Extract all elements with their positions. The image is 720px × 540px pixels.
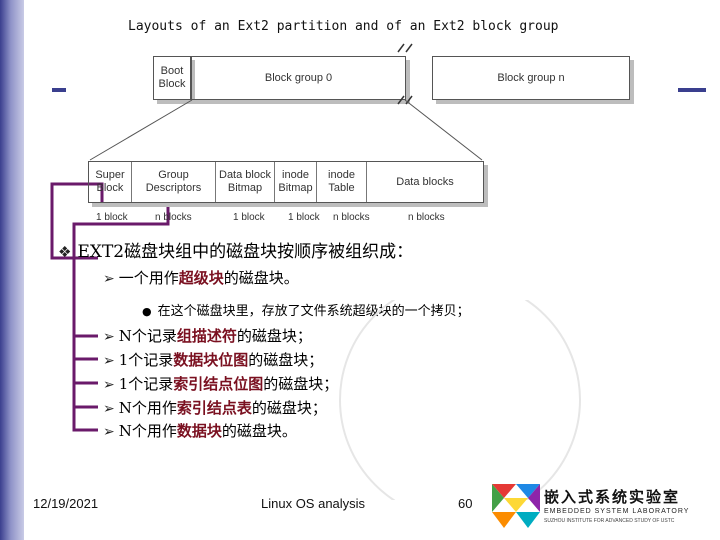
arrow-bullet-icon: ➢ — [103, 329, 115, 345]
connector-inode-bitmap — [72, 359, 98, 385]
cell-inode-table: inode Table — [317, 162, 367, 202]
list-item: ➢1个记录索引结点位图的磁盘块； — [103, 373, 338, 394]
cell-group-descriptors: Group Descriptors — [132, 162, 216, 202]
sub-item-text: 在这个磁盘块里，存放了文件系统超级块的一个拷贝； — [157, 304, 470, 319]
item-suffix: 的磁盘块； — [251, 399, 327, 417]
arrow-bullet-icon: ➢ — [103, 424, 115, 440]
connector-data-blocks — [72, 407, 98, 432]
item-prefix: 一个用作 — [118, 269, 179, 287]
size-label-inode-bitmap: 1 block — [288, 212, 320, 223]
item-emphasis: 组描述符 — [176, 327, 237, 345]
sub-list-item: ● 在这个磁盘块里，存放了文件系统超级块的一个拷贝； — [142, 300, 470, 319]
lab-logo-icon — [492, 484, 540, 528]
item-suffix: 的磁盘块。 — [223, 269, 299, 287]
item-prefix: N个记录 — [118, 327, 177, 345]
list-item: ➢N个用作数据块的磁盘块。 — [103, 420, 297, 441]
expansion-line-right — [404, 99, 483, 161]
heading-text: EXT2磁盘块组中的磁盘块按顺序被组织成： — [77, 242, 414, 262]
arrow-bullet-icon: ➢ — [103, 353, 115, 369]
arrow-bullet-icon: ➢ — [103, 401, 115, 417]
footer-date: 12/19/2021 — [33, 496, 99, 511]
item-emphasis: 索引结点位图 — [173, 375, 264, 393]
cell-data-blocks: Data blocks — [396, 175, 454, 188]
size-label-group-descriptors: n blocks — [155, 212, 192, 223]
expansion-line-left — [89, 99, 193, 161]
list-item: ➢N个记录组描述符的磁盘块； — [103, 325, 312, 346]
group-layout-row: Super Block Group Descriptors Data block… — [88, 161, 484, 203]
item-suffix: 的磁盘块； — [263, 375, 339, 393]
diamond-bullet-icon: ❖ — [58, 243, 72, 261]
item-prefix: 1个记录 — [118, 375, 174, 393]
connector-group-descriptors — [72, 202, 170, 338]
left-decorative-bar — [0, 0, 24, 540]
break-mark — [397, 43, 413, 105]
section-heading: ❖ EXT2磁盘块组中的磁盘块按顺序被组织成： — [58, 237, 413, 262]
item-suffix: 的磁盘块； — [248, 351, 324, 369]
item-prefix: N个用作 — [118, 399, 177, 417]
list-item: ➢1个记录数据块位图的磁盘块； — [103, 349, 323, 370]
boot-block: Boot Block — [153, 56, 191, 100]
arrow-bullet-icon: ➢ — [103, 377, 115, 393]
dot-bullet-icon: ● — [142, 305, 152, 318]
item-suffix: 的磁盘块。 — [221, 422, 297, 440]
arrow-bullet-icon: ➢ — [103, 271, 115, 287]
size-label-inode-table: n blocks — [333, 212, 370, 223]
cell-super-block: Super Block — [89, 162, 132, 202]
item-prefix: 1个记录 — [118, 351, 174, 369]
list-item: ➢N个用作索引结点表的磁盘块； — [103, 397, 327, 418]
connector-inode-table — [72, 383, 98, 409]
lab-logo-title: 嵌入式系统实验室 — [544, 488, 681, 506]
item-emphasis: 数据块位图 — [173, 351, 249, 369]
lab-logo-tagline: SUZHOU INSTITUTE FOR ADVANCED STUDY OF U… — [544, 518, 675, 524]
item-emphasis: 数据块 — [176, 422, 222, 440]
lab-logo-subtitle: EMBEDDED SYSTEM LABORATORY — [544, 508, 690, 515]
size-label-data-blocks: n blocks — [408, 212, 445, 223]
left-accent-stripe — [52, 88, 66, 92]
cell-data-block-bitmap: Data block Bitmap — [216, 162, 275, 202]
item-suffix: 的磁盘块； — [236, 327, 312, 345]
item-emphasis: 超级块 — [178, 269, 224, 287]
footer-page-number: 60 — [458, 496, 473, 511]
size-label-data-bitmap: 1 block — [233, 212, 265, 223]
block-group-n: Block group n — [432, 56, 630, 100]
item-prefix: N个用作 — [118, 422, 177, 440]
connector-data-bitmap — [72, 336, 98, 361]
connector-superblock — [50, 182, 104, 260]
watermark-seal — [339, 300, 581, 500]
block-group-0: Block group 0 — [191, 56, 406, 100]
right-accent-stripe — [678, 88, 706, 92]
diagram-title: Layouts of an Ext2 partition and of an E… — [128, 19, 559, 34]
size-label-super-block: 1 block — [96, 212, 128, 223]
footer-course: Linux OS analysis — [261, 496, 366, 511]
item-emphasis: 索引结点表 — [176, 399, 252, 417]
list-item: ➢一个用作超级块的磁盘块。 — [103, 267, 299, 288]
cell-inode-bitmap: inode Bitmap — [275, 162, 317, 202]
